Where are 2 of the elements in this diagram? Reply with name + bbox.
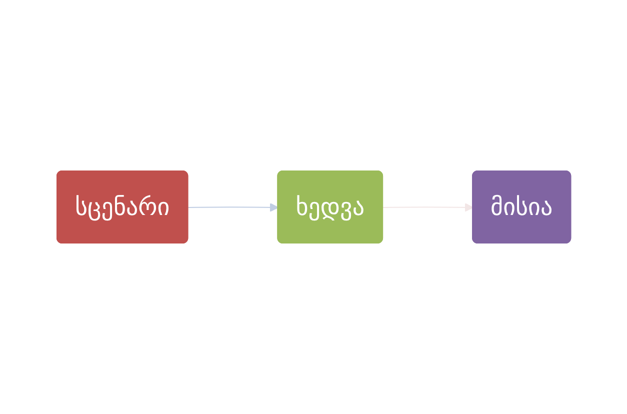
arrow xyxy=(382,203,474,212)
arrow xyxy=(187,203,278,212)
